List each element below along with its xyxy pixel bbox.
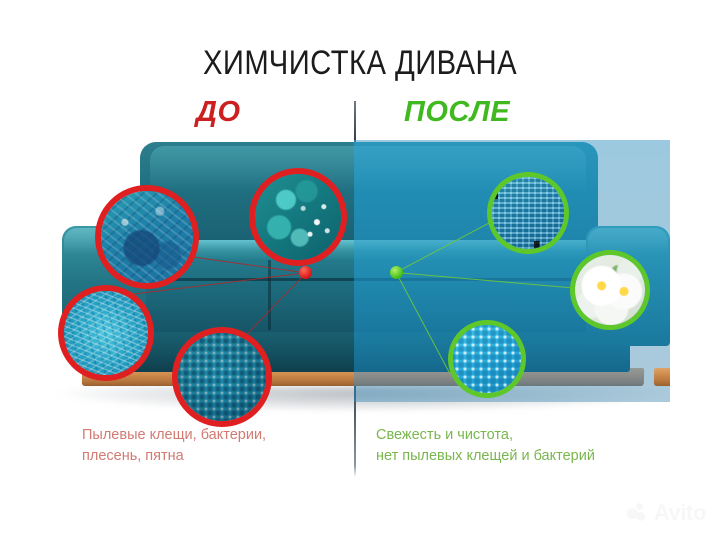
dust-mite-magnifier[interactable] xyxy=(95,185,199,289)
after-label: ПОСЛЕ xyxy=(404,96,511,128)
after-caption: Свежесть и чистота, нет пылевых клещей и… xyxy=(376,427,595,464)
avito-watermark-text: Avito xyxy=(653,500,707,525)
before-caption: Пылевые клещи, бактерии, плесень, пятна xyxy=(82,427,267,464)
clean-threads-magnifier[interactable] xyxy=(487,172,569,254)
after-origin-dot xyxy=(390,266,403,279)
mold-magnifier[interactable] xyxy=(58,285,154,381)
bacteria-magnifier[interactable] xyxy=(249,168,347,266)
page-title: ХИМЧИСТКА ДИВАНА xyxy=(202,44,518,82)
avito-logo-icon xyxy=(626,503,649,523)
sofa-wooden-base-after xyxy=(653,368,670,386)
avito-watermark: Avito xyxy=(626,500,707,526)
bacteria-texture xyxy=(255,174,341,260)
before-label: ДО xyxy=(196,96,241,128)
mold-texture xyxy=(64,291,148,375)
daisy-flowers-magnifier[interactable] xyxy=(570,250,650,330)
clean-threads-texture xyxy=(492,177,564,249)
clean-fabric-magnifier[interactable] xyxy=(448,320,526,398)
clean-fabric-texture xyxy=(453,325,521,393)
dust-mite-texture xyxy=(101,191,193,283)
daisy-flowers-texture xyxy=(575,255,645,325)
sofa-seat-divider xyxy=(268,260,271,330)
dirty-fabric-texture xyxy=(178,333,266,421)
before-origin-dot xyxy=(299,266,312,279)
dirty-fabric-magnifier[interactable] xyxy=(172,327,272,427)
